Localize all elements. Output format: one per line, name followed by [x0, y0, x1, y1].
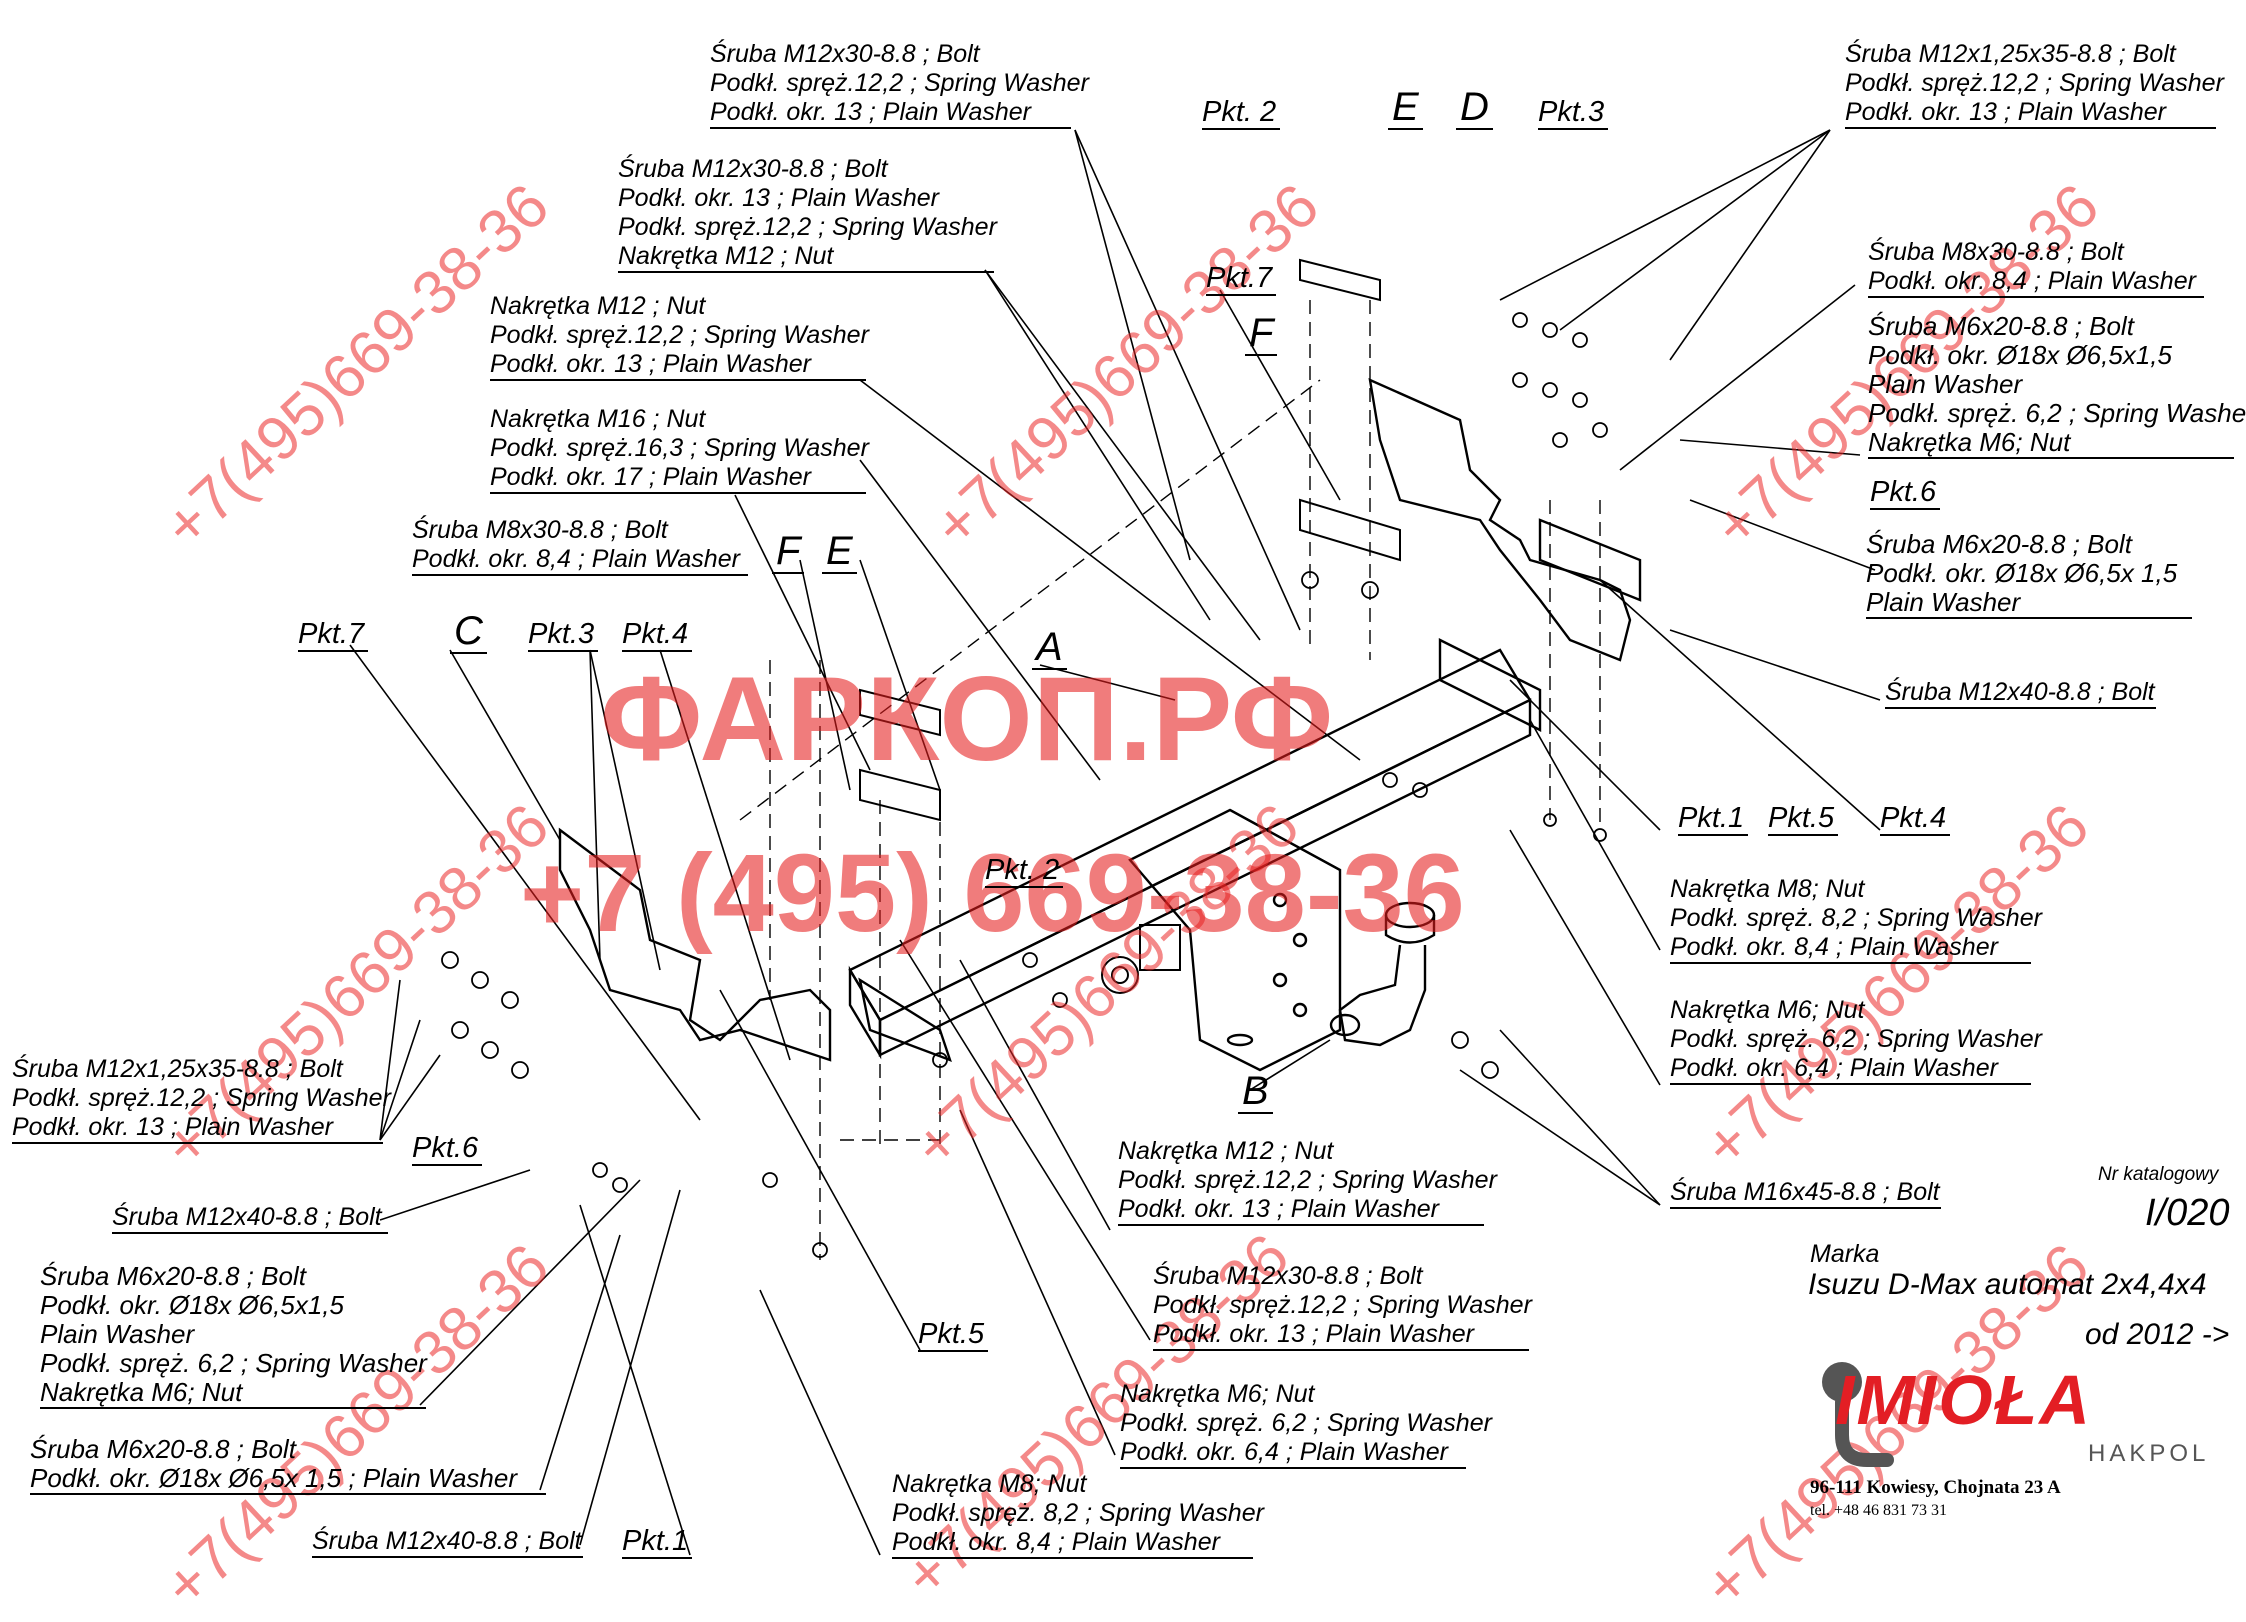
- callout-bolt-m6x20-washer-right: Śruba M6x20-8.8 ; Bolt Podkł. okr. Ø18x …: [1866, 530, 2192, 619]
- pkt-6-left: Pkt.6: [412, 1132, 483, 1166]
- callout-nut-m6-bottom: Nakrętka M6; Nut Podkł. spręż. 6,2 ; Spr…: [1120, 1380, 1492, 1469]
- company-address: 96-111 Kowiesy, Chojnata 23 A: [1810, 1477, 2061, 1498]
- pkt-5-right: Pkt.5: [1768, 802, 1839, 836]
- callout-bolt-m12x40-right: Śruba M12x40-8.8 ; Bolt: [1885, 678, 2156, 709]
- crossbar: [848, 638, 1542, 1060]
- part-letter-b: B: [1238, 1070, 1273, 1114]
- callout-bolt-m12x40-bottom-left: Śruba M12x40-8.8 ; Bolt: [312, 1527, 583, 1558]
- part-letter-a: A: [1032, 626, 1067, 670]
- callout-bolt-m16x45: Śruba M16x45-8.8 ; Bolt: [1670, 1178, 1941, 1209]
- callout-bolt-m6x20-left: Śruba M6x20-8.8 ; Bolt Podkł. okr. Ø18x …: [40, 1261, 427, 1409]
- pkt-7-left: Pkt.7: [298, 618, 369, 652]
- imiola-logo-wordmark: IMIOŁA: [1835, 1361, 2092, 1439]
- tow-ball: [1329, 901, 1436, 1047]
- pkt-5-bottom: Pkt.5: [918, 1318, 989, 1352]
- pkt-2-mid: Pkt. 2: [985, 854, 1064, 888]
- callout-nut-m8-bottom: Nakrętka M8; Nut Podkł. spręż. 8,2 ; Spr…: [892, 1470, 1264, 1559]
- pkt-3-left: Pkt.3: [528, 618, 599, 652]
- callout-bolt-m12x40-left: Śruba M12x40-8.8 ; Bolt: [112, 1203, 388, 1234]
- towbar-assembly-diagram: +7(495)669-38-36 +7(495)669-38-36 +7(495…: [12, 40, 2246, 1621]
- pkt-3-top: Pkt.3: [1538, 96, 1609, 130]
- callout-nut-m8-right: Nakrętka M8; Nut Podkł. spręż. 8,2 ; Spr…: [1670, 875, 2042, 964]
- exploded-view-drawing: [349, 129, 1881, 1556]
- right-bracket: [1368, 377, 1642, 662]
- catalog-number-value: I/020: [2145, 1192, 2230, 1234]
- pkt-7-top: Pkt.7: [1206, 262, 1277, 296]
- leader-lines: [349, 129, 1881, 1556]
- part-letter-d-top: D: [1456, 86, 1493, 130]
- pkt-1-right: Pkt.1: [1678, 802, 1749, 836]
- clamp-plates: [859, 258, 1401, 822]
- marka-label: Marka: [1810, 1240, 1880, 1268]
- part-letter-c: C: [450, 610, 487, 654]
- callout-bolt-m8x30-right: Śruba M8x30-8.8 ; Bolt Podkł. okr. 8,4 ;…: [1868, 238, 2204, 298]
- imiola-logo-subtitle: HAKPOL: [2088, 1440, 2210, 1467]
- callout-nut-m6-right: Nakrętka M6; Nut Podkł. spręż. 6,2 ; Spr…: [1670, 996, 2042, 1085]
- watermark-phone-big: +7 (495) 669-38-36: [520, 832, 1465, 955]
- vehicle-year: od 2012 ->: [2085, 1318, 2230, 1351]
- callout-bolt-m12x125-left: Śruba M12x1,25x35-8.8 ; Bolt Podkł. sprę…: [12, 1055, 391, 1144]
- callout-nut-m12-bottom: Nakrętka M12 ; Nut Podkł. spręż.12,2 ; S…: [1118, 1137, 1497, 1226]
- callout-nut-m16: Nakrętka M16 ; Nut Podkł. spręż.16,3 ; S…: [490, 405, 869, 494]
- callout-bolt-m6x20-right: Śruba M6x20-8.8 ; Bolt Podkł. okr. Ø18x …: [1868, 311, 2246, 459]
- part-letter-f-left: F: [772, 530, 805, 574]
- pkt-6-right: Pkt.6: [1870, 476, 1941, 510]
- fasteners: [441, 312, 1608, 1258]
- socket-plate: [1101, 924, 1181, 994]
- part-letter-e-left: E: [822, 530, 857, 574]
- pkt-1-bottom: Pkt.1: [622, 1525, 693, 1559]
- alignment-lines: [739, 300, 1601, 1260]
- callout-bolt-m12x30-bottom: Śruba M12x30-8.8 ; Bolt Podkł. spręż.12,…: [1153, 1262, 1532, 1351]
- callout-nut-m12: Nakrętka M12 ; Nut Podkł. spręż.12,2 ; S…: [490, 292, 869, 381]
- tow-plate: [1128, 808, 1342, 1072]
- callout-bolt-m12x30-nut: Śruba M12x30-8.8 ; Bolt Podkł. okr. 13 ;…: [618, 155, 997, 273]
- pkt-4-right: Pkt.4: [1880, 802, 1951, 836]
- callout-bolt-m12x30-top: Śruba M12x30-8.8 ; Bolt Podkł. spręż.12,…: [710, 40, 1089, 129]
- pkt-2-top: Pkt. 2: [1202, 96, 1281, 130]
- pkt-4-left: Pkt.4: [622, 618, 693, 652]
- left-bracket: [558, 827, 952, 1063]
- callout-bolt-m12x125-top-right: Śruba M12x1,25x35-8.8 ; Bolt Podkł. sprę…: [1845, 40, 2224, 129]
- part-letter-f-top: F: [1245, 312, 1278, 356]
- catalog-number-label: Nr katalogowy: [2098, 1164, 2219, 1185]
- vehicle-model: Isuzu D-Max automat 2x4,4x4: [1808, 1268, 2207, 1301]
- callout-bolt-m6x20-washer-left: Śruba M6x20-8.8 ; Bolt Podkł. okr. Ø18x …: [30, 1435, 546, 1495]
- company-phone: tel. +48 46 831 73 31: [1810, 1502, 1948, 1519]
- imiola-logo-mark: [1822, 1362, 1894, 1467]
- callout-bolt-m8x30-left: Śruba M8x30-8.8 ; Bolt Podkł. okr. 8,4 ;…: [412, 516, 748, 576]
- part-letter-e-top: E: [1388, 86, 1423, 130]
- watermark-site: ФАРКОП.РФ: [600, 652, 1334, 786]
